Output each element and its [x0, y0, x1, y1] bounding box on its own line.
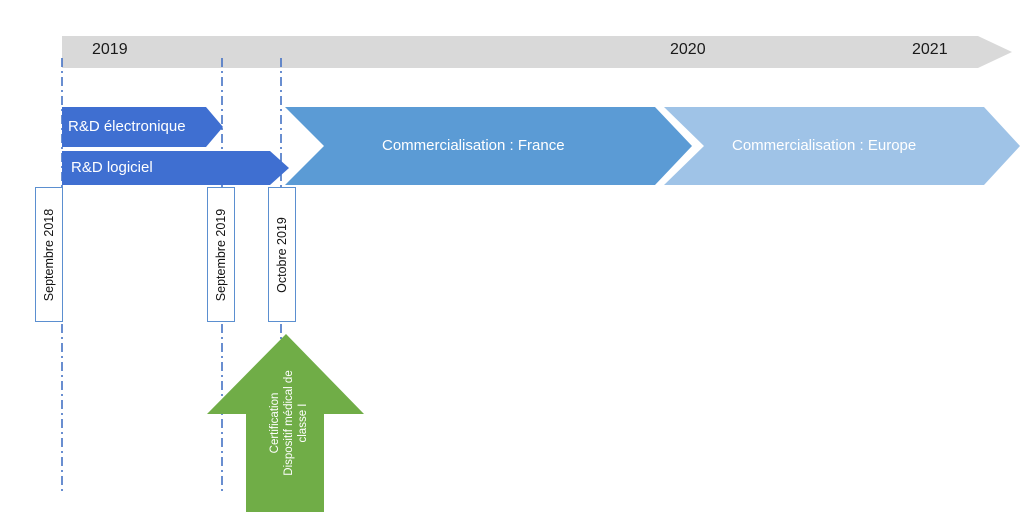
- milestone-label-sept-2019: Septembre 2019: [214, 208, 228, 301]
- phase-label-commercialisation-europe: Commercialisation : Europe: [732, 137, 917, 154]
- phase-commercialisation-europe: [664, 107, 1020, 185]
- certification-line-1: Certification: [269, 392, 281, 454]
- milestone-box-oct-2019: Octobre 2019: [268, 187, 296, 322]
- certification-line-2: Dispositif médical de: [283, 370, 295, 476]
- certification-text: Certification Dispositif médical de clas…: [258, 348, 320, 498]
- phase-label-rd-electronique: R&D électronique: [68, 118, 186, 135]
- certification-line-3: classe I: [297, 403, 309, 443]
- milestone-label-sept-2018: Septembre 2018: [42, 208, 56, 301]
- milestone-label-oct-2019: Octobre 2019: [275, 216, 289, 293]
- phase-label-rd-logiciel: R&D logiciel: [71, 159, 153, 176]
- phase-rd-logiciel: [62, 151, 289, 185]
- phase-label-commercialisation-france: Commercialisation : France: [382, 137, 565, 154]
- phase-rd-electronique: [62, 107, 223, 147]
- phase-commercialisation-france: [285, 107, 692, 185]
- milestone-box-sept-2018: Septembre 2018: [35, 187, 63, 322]
- year-label-2019: 2019: [92, 41, 128, 58]
- year-label-2020: 2020: [670, 41, 706, 58]
- milestone-box-sept-2019: Septembre 2019: [207, 187, 235, 322]
- timeline-bar: [62, 36, 1012, 68]
- year-label-2021: 2021: [912, 41, 948, 58]
- certification-arrow: [207, 334, 364, 512]
